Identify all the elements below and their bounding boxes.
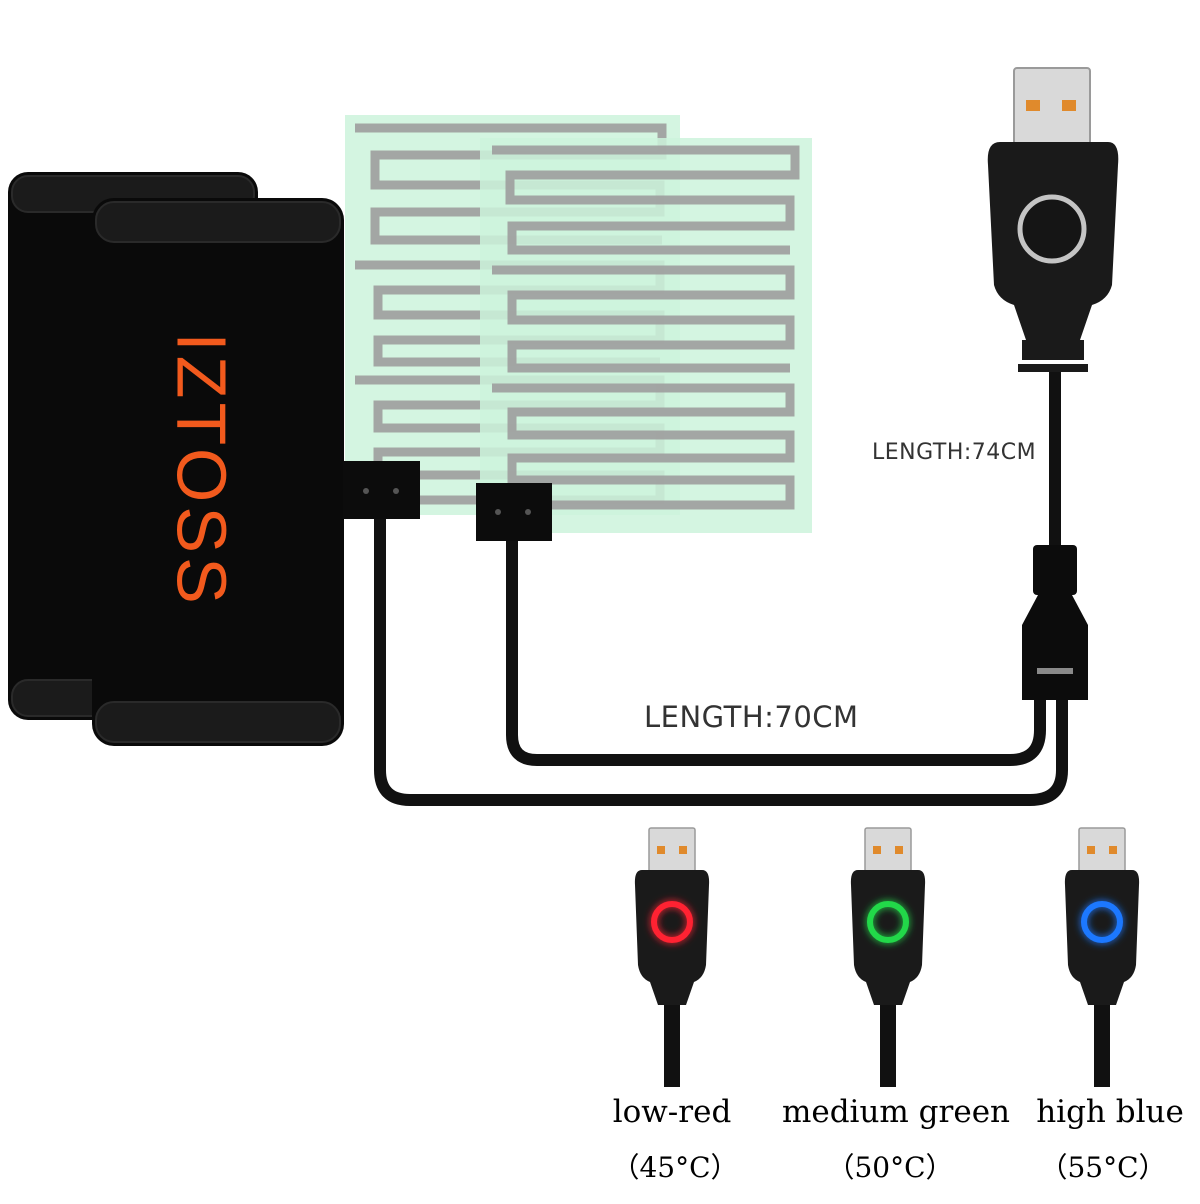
usb-controller[interactable]: [987, 67, 1119, 372]
brand-logo: IZTOSS: [163, 332, 241, 608]
mode-plug-pin: [1087, 846, 1095, 854]
green-ring-indicator-icon: [867, 901, 909, 943]
split-cables: [343, 461, 1068, 806]
mode-low-temp: （45°C）: [611, 1151, 739, 1184]
heating-pads: [345, 115, 812, 533]
mode-medium-temp: （50°C）: [826, 1151, 954, 1184]
mode-plug-pin: [657, 846, 665, 854]
mode-plug-0: [634, 827, 710, 1087]
mode-plug-cable: [1094, 1005, 1110, 1087]
mode-high-temp: （55°C）: [1039, 1151, 1167, 1184]
mode-plug-2: [1064, 827, 1140, 1087]
mode-plug-cable: [664, 1005, 680, 1087]
mode-plug-pin: [873, 846, 881, 854]
mode-plug-1: [850, 827, 926, 1087]
split-cable-length-label: LENGTH:70CM: [644, 700, 859, 734]
mode-plug-pin: [895, 846, 903, 854]
usb-cable-length-label: LENGTH:74CM: [872, 440, 1037, 465]
red-ring-indicator-icon: [651, 901, 693, 943]
mode-medium-label: medium green: [781, 1094, 1011, 1130]
pad-connector-right: [476, 483, 552, 541]
mode-low-label: low-red: [612, 1094, 732, 1130]
blue-ring-indicator-icon: [1081, 901, 1123, 943]
usb-cable: [987, 67, 1119, 700]
mode-plug-pin: [1109, 846, 1117, 854]
power-button-icon[interactable]: [1017, 194, 1087, 264]
cable-splitter-connector: [1022, 545, 1088, 700]
mode-indicators: [634, 827, 1140, 1087]
mode-plug-cable: [880, 1005, 896, 1087]
heating-pad-front: [480, 138, 812, 533]
mode-high-label: high blue: [1036, 1094, 1184, 1130]
sleeve-front: IZTOSS: [92, 198, 344, 746]
pad-connector-left: [343, 461, 420, 519]
mode-plug-pin: [679, 846, 687, 854]
